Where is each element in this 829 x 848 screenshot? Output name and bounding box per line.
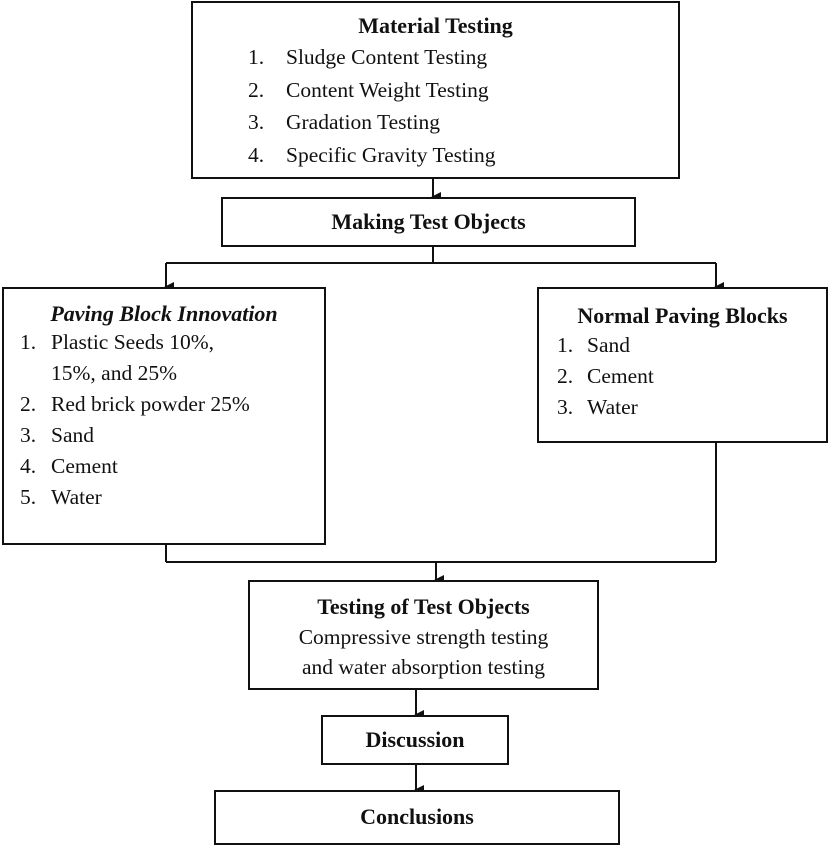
discussion-box: Discussion: [321, 715, 509, 765]
list-item-number: 1.: [557, 333, 574, 358]
list-item-number: 1.: [20, 330, 37, 355]
list-item-text: Sand: [587, 333, 630, 358]
list-item-text: Plastic Seeds 10%,: [51, 330, 215, 355]
paving-block-innovation-list: 1. Plastic Seeds 10%, 15%, and 25% 2. Red …: [20, 327, 324, 513]
conclusions-title: Conclusions: [360, 804, 474, 830]
list-item: 3. Sand: [20, 420, 324, 451]
material-testing-title: Material Testing: [358, 13, 513, 38]
testing-of-test-objects-box: Testing of Test Objects Compressive stre…: [248, 580, 599, 690]
list-item-number: 1.: [248, 45, 265, 70]
testing-description-line-2: and water absorption testing: [301, 655, 545, 680]
list-item: 1. Sand: [557, 330, 826, 361]
list-item-text: Red brick powder 25%: [51, 392, 250, 417]
list-item-text: Cement: [51, 454, 118, 479]
list-item-number: 4.: [20, 454, 37, 479]
list-item: 4. Specific Gravity Testing: [248, 139, 678, 172]
list-item: 5. Water: [20, 482, 324, 513]
list-item-number: 3.: [20, 423, 37, 448]
list-item-number: [20, 358, 51, 389]
list-item-number: 5.: [20, 485, 37, 510]
list-item: 1. Plastic Seeds 10%,: [20, 327, 324, 358]
list-item-text: Gradation Testing: [286, 110, 440, 135]
list-item: 3. Gradation Testing: [248, 106, 678, 139]
list-item: 4. Cement: [20, 451, 324, 482]
list-item-number: 3.: [557, 395, 574, 420]
discussion-title: Discussion: [365, 726, 465, 752]
testing-of-test-objects-title: Testing of Test Objects: [317, 594, 530, 619]
list-item-text: Content Weight Testing: [286, 77, 489, 102]
list-item-text: Sludge Content Testing: [286, 45, 488, 70]
list-item-number: 2.: [20, 392, 37, 417]
paving-block-innovation-box: Paving Block Innovation 1. Plastic Seeds …: [2, 287, 326, 545]
making-test-objects-title: Making Test Objects: [331, 208, 526, 234]
list-item-number: 2.: [557, 364, 574, 389]
list-item: 15%, and 25%: [20, 358, 324, 389]
material-testing-box: Material Testing 1. Sludge Content Testin…: [191, 1, 680, 179]
normal-paving-blocks-title: Normal Paving Blocks: [577, 303, 788, 328]
list-item: 2. Red brick powder 25%: [20, 389, 324, 420]
testing-description-line-1: Compressive strength testing: [298, 625, 549, 650]
list-item-text: Cement: [587, 364, 654, 389]
list-item: 1. Sludge Content Testing: [248, 41, 678, 74]
list-item-number: 4.: [248, 142, 265, 167]
conclusions-box: Conclusions: [214, 790, 620, 845]
paving-block-innovation-title: Paving Block Innovation: [50, 301, 278, 326]
normal-paving-blocks-list: 1. Sand 2. Cement 3. Water: [557, 330, 826, 423]
list-item-text: Sand: [51, 423, 94, 448]
list-item-number: 3.: [248, 110, 265, 135]
list-item-text: 15%, and 25%: [51, 361, 177, 386]
list-item-text: Water: [51, 485, 102, 510]
list-item-text: Water: [587, 395, 638, 420]
list-item-number: 2.: [248, 77, 265, 102]
list-item: 3. Water: [557, 392, 826, 423]
making-test-objects-box: Making Test Objects: [221, 197, 636, 247]
list-item: 2. Content Weight Testing: [248, 74, 678, 107]
normal-paving-blocks-box: Normal Paving Blocks 1. Sand 2. Cement 3. W…: [537, 287, 828, 443]
list-item-text: Specific Gravity Testing: [286, 142, 496, 167]
material-testing-list: 1. Sludge Content Testing 2. Content Weigh…: [248, 41, 678, 171]
list-item: 2. Cement: [557, 361, 826, 392]
